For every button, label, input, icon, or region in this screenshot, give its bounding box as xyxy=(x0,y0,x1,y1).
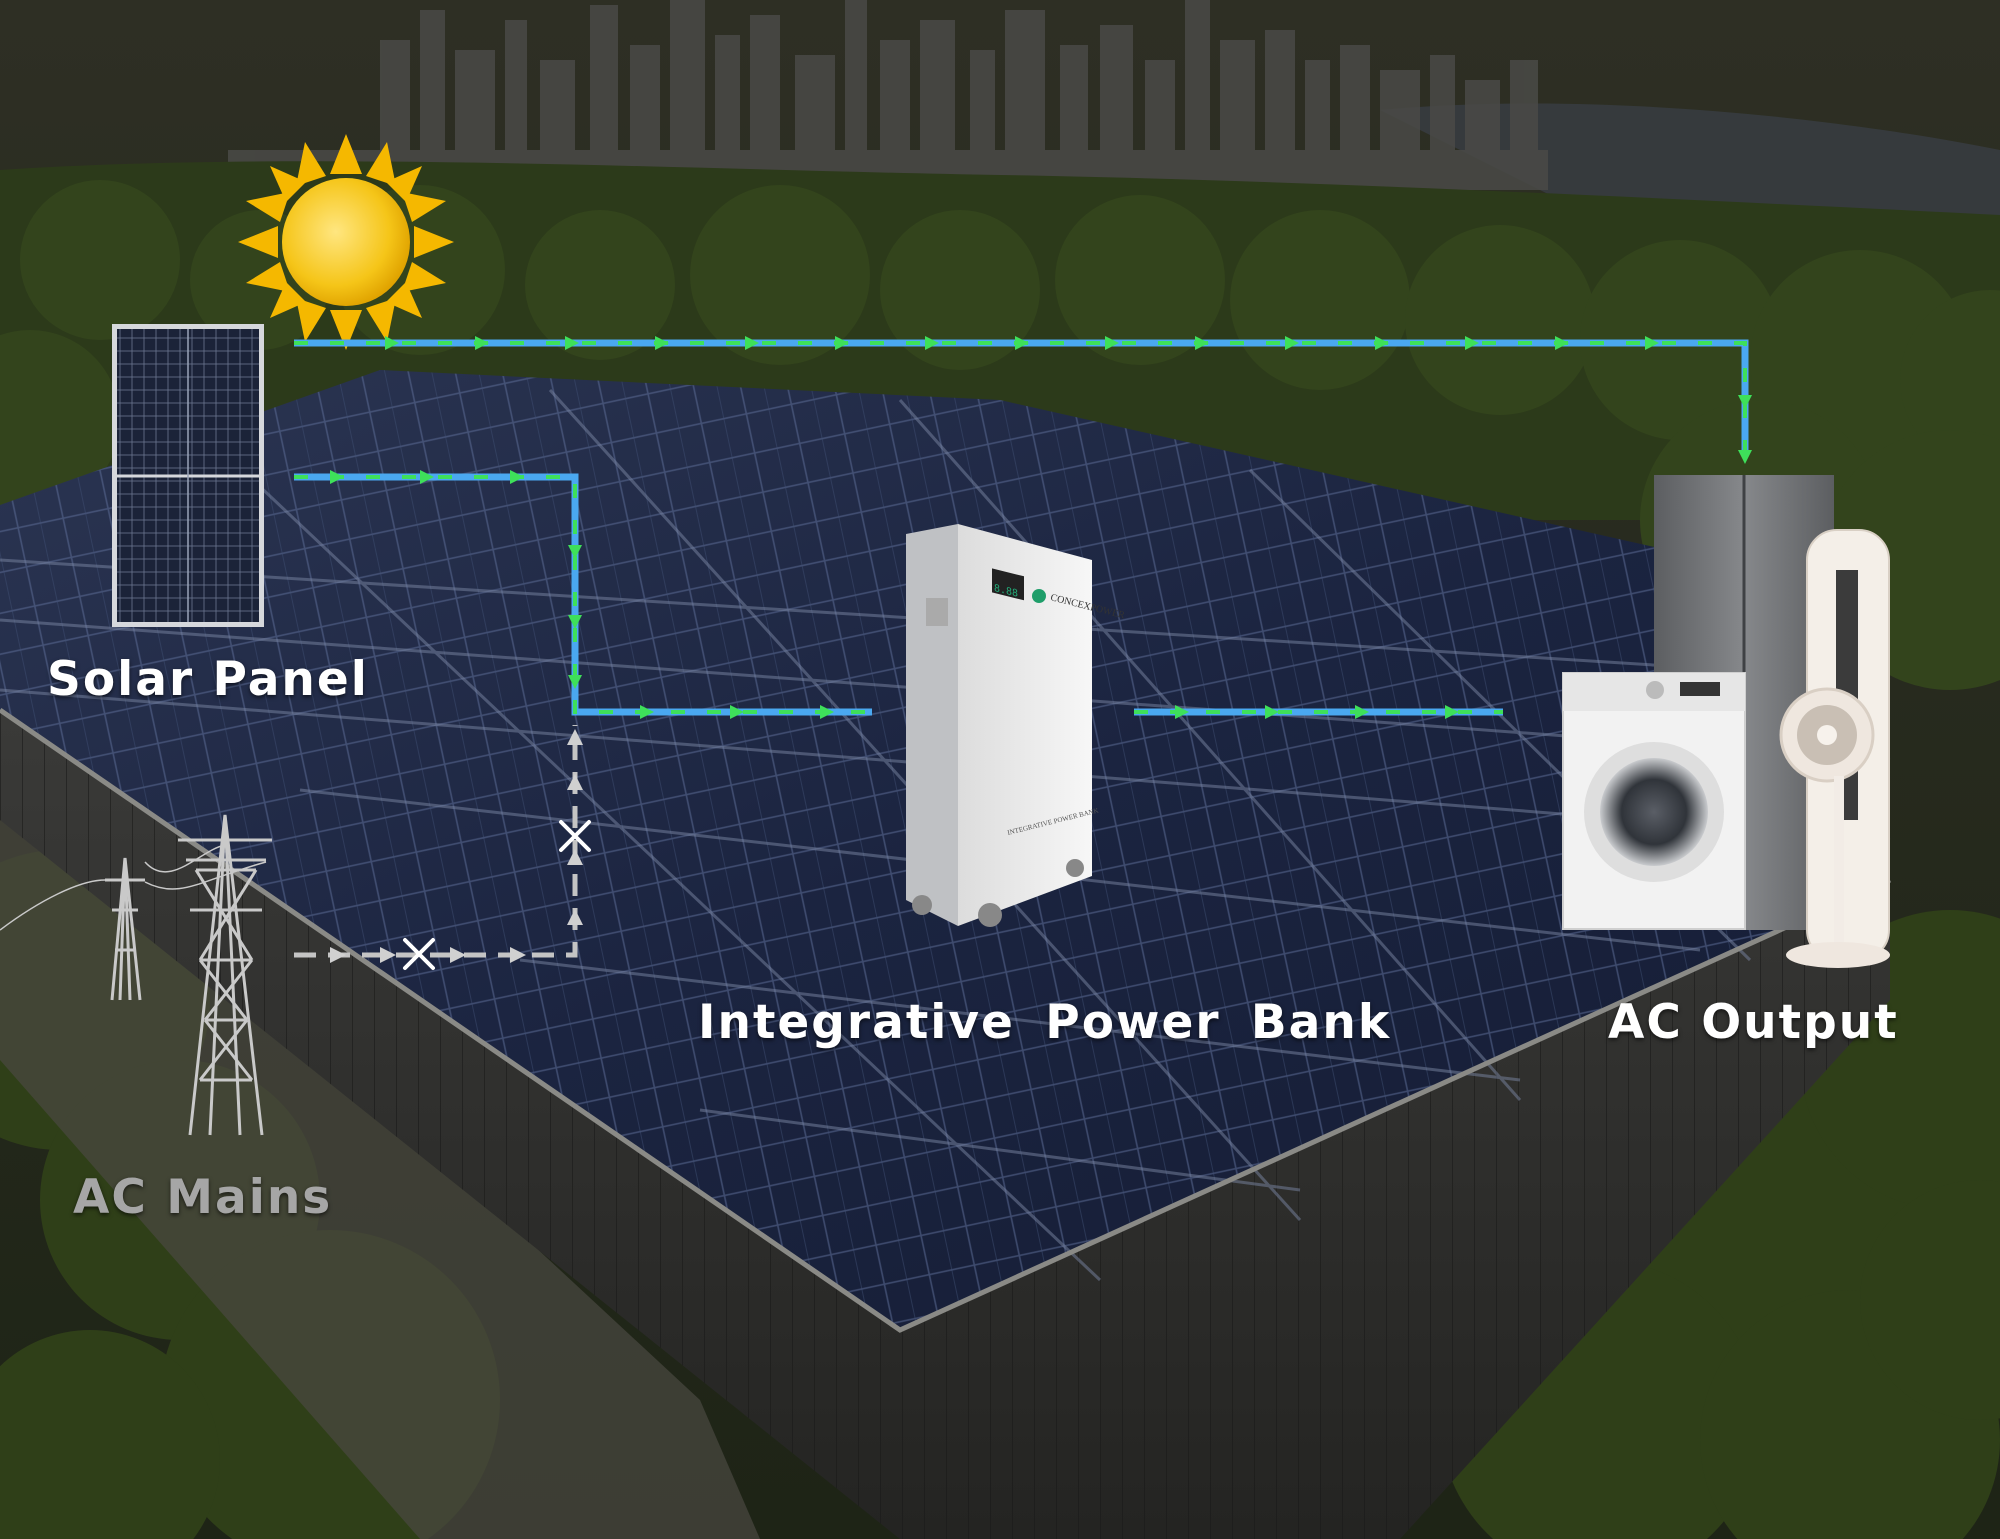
power-bank-device: 8.88 CONCEXPOWER INTEGRATIVE POWER BANK xyxy=(906,524,1126,927)
ac-mains-label: AC Mains xyxy=(73,1170,333,1225)
pedestal-fan-icon xyxy=(1779,687,1890,968)
appliances-group xyxy=(1562,475,1890,968)
flow-path-power-bank-to-ac-output xyxy=(1134,705,1503,719)
solar-panel-label: Solar Panel xyxy=(47,652,369,707)
solar-panel-icon xyxy=(112,324,264,627)
flow-path-ac-mains-disconnected xyxy=(294,725,583,963)
sun-icon xyxy=(238,134,454,350)
washing-machine-icon xyxy=(1562,672,1746,930)
transmission-tower-icon xyxy=(0,814,272,1136)
disconnect-x-icon xyxy=(403,820,591,970)
flow-path-solar-to-power-bank xyxy=(294,470,872,719)
flow-path-solar-to-ac-output xyxy=(294,336,1752,464)
energy-flow-lines xyxy=(294,336,1752,970)
ac-output-label: AC Output xyxy=(1608,995,1899,1050)
power-bank-label: Integrative Power Bank xyxy=(698,995,1392,1050)
